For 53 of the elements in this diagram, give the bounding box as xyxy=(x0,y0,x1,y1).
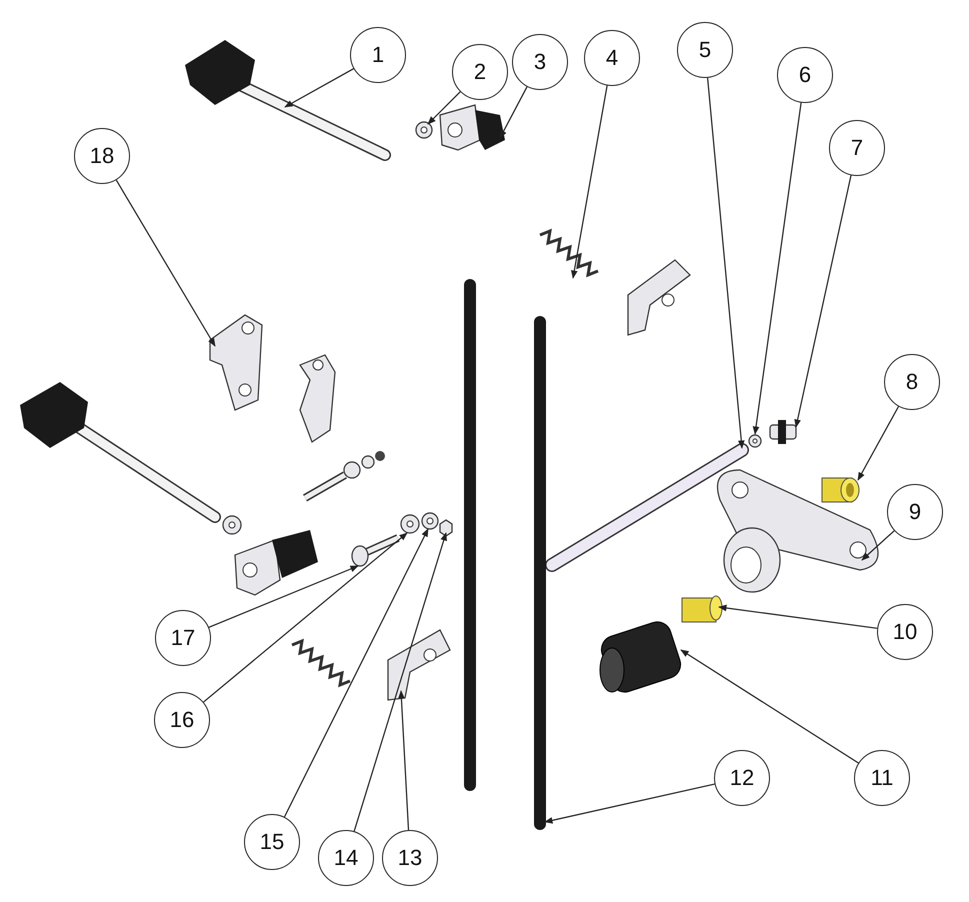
rod-drawing xyxy=(534,316,546,830)
leader-line xyxy=(544,784,715,824)
leader-line xyxy=(427,91,461,125)
callout-number: 8 xyxy=(884,354,940,410)
leader-line xyxy=(752,102,802,435)
bracket-drawing xyxy=(387,629,451,701)
callout-number: 11 xyxy=(854,750,910,806)
leader-line xyxy=(794,175,852,428)
washer-drawing xyxy=(748,434,762,448)
latch-drawing xyxy=(439,104,505,151)
leader-line xyxy=(208,565,359,628)
leader-line xyxy=(718,604,878,629)
callout-number: 4 xyxy=(584,30,640,86)
bracket-drawing xyxy=(209,314,263,411)
washer-drawing xyxy=(415,121,433,139)
long-shaft-drawing xyxy=(545,443,749,572)
leader-line xyxy=(203,532,408,703)
callout-number: 18 xyxy=(74,128,130,184)
flange-drawing xyxy=(716,469,879,593)
callout-number: 7 xyxy=(829,120,885,176)
callout-number: 10 xyxy=(877,604,933,660)
washer-drawing xyxy=(421,512,439,530)
leader-line xyxy=(680,650,859,764)
leader-line xyxy=(861,530,895,561)
callout-number: 1 xyxy=(350,27,406,83)
leader-line xyxy=(116,180,216,347)
bushing-drawing xyxy=(682,596,722,622)
leader-line xyxy=(707,78,745,449)
callout-number: 14 xyxy=(318,830,374,886)
callout-number: 2 xyxy=(452,44,508,100)
leader-line xyxy=(857,406,900,481)
nut-drawing xyxy=(439,519,453,537)
pin-drawing xyxy=(769,420,797,444)
callout-number: 6 xyxy=(777,47,833,103)
bolt-drawing xyxy=(351,534,400,567)
callout-number: 5 xyxy=(677,22,733,78)
callout-number: 9 xyxy=(887,484,943,540)
callout-number: 16 xyxy=(154,692,210,748)
callout-number: 17 xyxy=(155,610,211,666)
callout-number: 15 xyxy=(244,814,300,870)
leader-line xyxy=(398,690,410,830)
callout-number: 12 xyxy=(714,750,770,806)
leader-line xyxy=(284,68,354,108)
handle-shaft-drawing xyxy=(185,40,391,161)
callout-number: 13 xyxy=(382,830,438,886)
leader-line xyxy=(571,86,608,279)
bushing-drawing xyxy=(822,478,860,502)
leader-line xyxy=(499,86,528,139)
leader-line xyxy=(354,532,447,832)
washer-drawing xyxy=(400,514,420,534)
callout-number: 3 xyxy=(512,34,568,90)
leader-line xyxy=(284,528,429,818)
spring-drawing xyxy=(539,228,599,278)
